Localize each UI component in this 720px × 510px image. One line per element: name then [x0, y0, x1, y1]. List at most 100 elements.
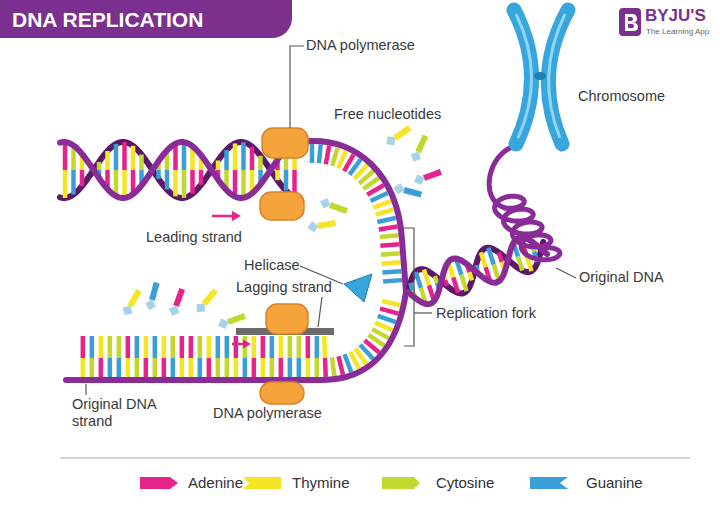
part-label: Chromosome: [578, 88, 665, 105]
parent-helix-left-part: [224, 150, 229, 170]
base-rungs-part: [126, 358, 131, 377]
leader-line: [86, 46, 576, 395]
base-rungs-part: [225, 358, 230, 377]
free-nucleotide-part: [218, 318, 229, 329]
parent-helix-left-part: [139, 155, 144, 170]
title: DNA REPLICATION: [12, 8, 203, 32]
base-rungs-part: [225, 336, 230, 358]
free-nucleotide-part: [329, 202, 348, 214]
base-rungs-part: [189, 336, 194, 358]
base-rungs-part: [279, 336, 284, 358]
original-helix-part: [481, 252, 486, 267]
base-rungs-part: [367, 185, 383, 195]
base-rungs-part: [382, 262, 401, 263]
parent-helix-left-part: [173, 170, 178, 196]
helicase-wedge: [344, 274, 372, 302]
base-rungs-part: [171, 336, 176, 358]
base-rungs-part: [326, 146, 330, 165]
legend-swatch: [140, 477, 178, 489]
dna-polymerase-shape-part: [260, 192, 304, 220]
legend-swatch: [243, 477, 281, 489]
leader-line-part: [556, 268, 576, 278]
parent-helix-left-part: [275, 170, 280, 180]
free-nucleotide-part: [386, 136, 395, 145]
base-rungs-part: [81, 358, 86, 377]
base-rungs-part: [171, 358, 176, 377]
free-nucleotide-part: [412, 167, 443, 187]
base-rungs-part: [383, 280, 402, 281]
base-rungs-part: [279, 358, 284, 377]
lower-arm-strand-part: [66, 292, 406, 380]
free-nucleotide-part: [408, 133, 430, 164]
free-nucleotide-part: [227, 313, 246, 325]
lower-arm-strand: [66, 292, 406, 380]
base-rungs-part: [216, 358, 221, 377]
base-rungs-part: [207, 336, 212, 358]
free-nucleotide-part: [383, 123, 413, 149]
free-nucleotide-part: [415, 134, 428, 153]
base-rungs-part: [332, 148, 338, 166]
part-label: DNA polymerase: [213, 405, 322, 422]
free-nucleotide-part: [320, 198, 331, 209]
free-nucleotide-part: [411, 151, 421, 161]
free-nucleotide-part: [308, 221, 319, 232]
legend-label: Cytosine: [436, 474, 494, 491]
parent-helix-left-part: [122, 142, 127, 170]
original-helix-part: [469, 272, 472, 280]
original-helix-part: [424, 270, 429, 286]
base-rungs-part: [380, 244, 399, 245]
base-rungs-part: [198, 336, 203, 358]
base-rungs: [312, 144, 402, 282]
logo-mark-part: [628, 17, 634, 28]
base-rungs-part: [144, 358, 149, 377]
leader-line-part: [290, 46, 304, 128]
base-rungs-part: [261, 358, 266, 377]
logo-mark-part: [625, 14, 638, 31]
base-rungs-part: [135, 358, 140, 377]
part-label: Original DNA: [579, 269, 664, 286]
base-rungs-part: [350, 352, 359, 369]
base-rungs-part: [310, 144, 315, 163]
base-rungs-part: [306, 358, 311, 377]
free-nucleotide-part: [307, 217, 337, 233]
base-rungs-part: [90, 358, 95, 377]
base-rungs-part: [380, 235, 399, 237]
base-rungs-part: [297, 358, 302, 377]
parent-helix-left-part: [199, 170, 204, 185]
base-rungs-part: [261, 336, 266, 358]
leader-line-part: [318, 297, 322, 327]
base-rungs-part: [135, 336, 140, 358]
chromosome-shape-part: [549, 14, 565, 138]
base-rungs-part: [180, 358, 185, 377]
base-rungs-part: [270, 336, 275, 358]
free-nucleotide: [120, 123, 443, 331]
brand-name: BYJU'S: [645, 6, 706, 26]
base-rungs-part: [243, 358, 248, 377]
free-nucleotide-part: [392, 182, 423, 200]
base-rungs-part: [270, 358, 275, 377]
original-helix-part: [410, 283, 412, 290]
base-rungs-part: [377, 218, 396, 222]
parent-helix-left-part: [131, 146, 136, 170]
base-rungs-part: [382, 301, 401, 305]
base-rungs-part: [162, 358, 167, 377]
direction-arrow-part: [212, 215, 233, 218]
direction-arrow-part: [232, 211, 241, 221]
base-rungs-part: [252, 358, 257, 377]
parent-helix-left-part: [105, 151, 110, 170]
chromosome-shape-part: [516, 14, 532, 138]
chromosome-shape: [514, 10, 568, 144]
original-helix-part: [416, 272, 421, 288]
original-helix-part: [445, 280, 447, 286]
base-rungs-part: [373, 201, 391, 208]
free-nucleotide-part: [149, 282, 159, 301]
chromosome-shape-part: [548, 10, 568, 144]
free-nucleotide-part: [193, 287, 220, 316]
free-nucleotide-part: [394, 183, 405, 194]
base-rungs-part: [189, 358, 194, 377]
free-nucleotide-part: [145, 299, 156, 310]
base-rungs-part: [234, 358, 239, 377]
parent-helix-left-part: [190, 170, 195, 194]
direction-arrow-part: [232, 343, 244, 346]
base-rungs-part: [108, 358, 113, 377]
